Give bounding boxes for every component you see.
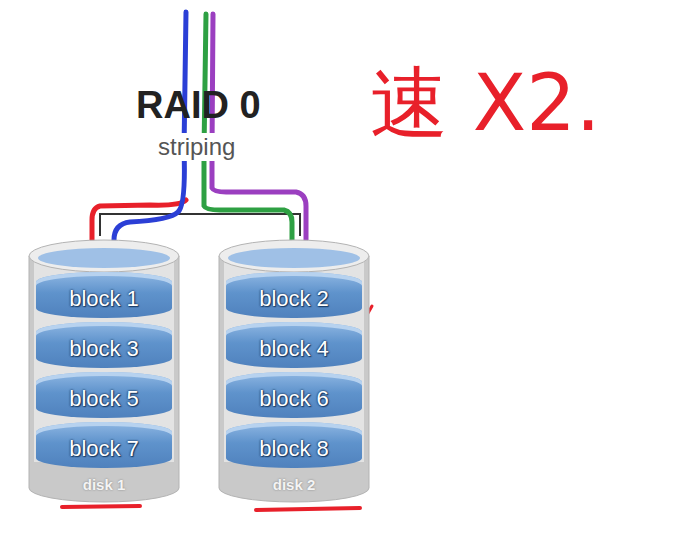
block-label: block 2 xyxy=(226,286,362,312)
data-block: block 7 xyxy=(36,422,172,468)
block-label: block 5 xyxy=(36,386,172,412)
disk-cylinder: disk 1 block 1 block 3 block 5 block 7 xyxy=(28,238,180,504)
disk-label: disk 2 xyxy=(218,476,370,493)
block-label: block 6 xyxy=(226,386,362,412)
data-block: block 2 xyxy=(226,272,362,318)
block-label: block 1 xyxy=(36,286,172,312)
data-block: block 5 xyxy=(36,372,172,418)
data-block: block 1 xyxy=(36,272,172,318)
block-label: block 3 xyxy=(36,336,172,362)
block-label: block 8 xyxy=(226,436,362,462)
disk-label: disk 1 xyxy=(28,476,180,493)
data-block: block 4 xyxy=(226,322,362,368)
diagram-title: RAID 0 xyxy=(136,84,261,127)
split-bracket xyxy=(100,214,300,236)
data-block: block 6 xyxy=(226,372,362,418)
disk-cylinder: disk 2 block 2 block 4 block 6 block 8 xyxy=(218,238,370,504)
underline xyxy=(62,506,140,507)
handwritten-note: 速 X2. xyxy=(370,52,601,157)
underline xyxy=(256,508,360,510)
subtitle: striping xyxy=(155,133,238,161)
data-block: block 3 xyxy=(36,322,172,368)
block-label: block 4 xyxy=(226,336,362,362)
data-block: block 8 xyxy=(226,422,362,468)
block-label: block 7 xyxy=(36,436,172,462)
